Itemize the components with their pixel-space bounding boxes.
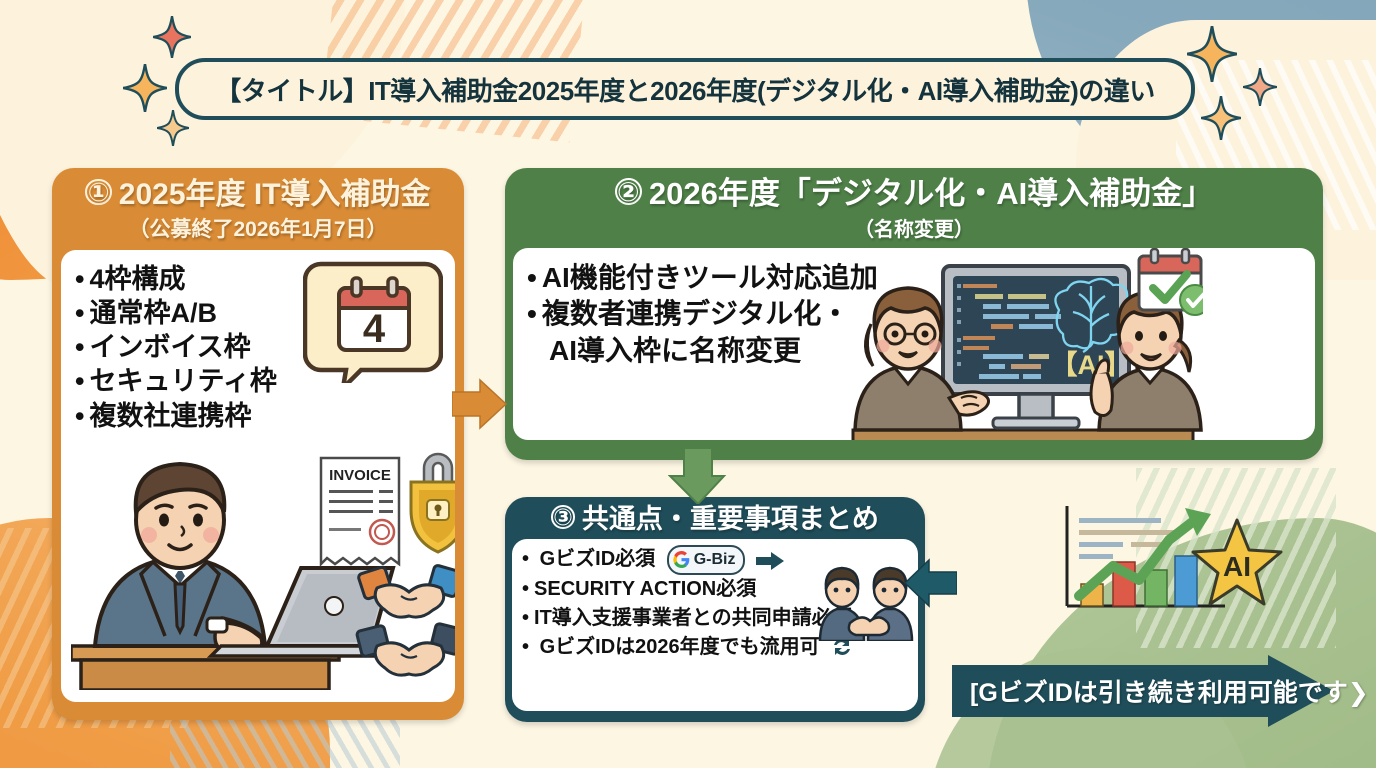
page-title: 【タイトル】IT導入補助金2025年度と2026年度(デジタル化・AI導入補助金… <box>215 75 1155 106</box>
panel-blue-bullet-list: GビズID必須 G-Biz SECURITY ACTION必須 IT導入支援事業… <box>512 539 918 662</box>
list-item: 複数社連携枠 <box>75 399 455 433</box>
handshake-navy-icon <box>355 621 455 677</box>
panel-number-2: ② <box>614 178 642 205</box>
panel-green-heading: 2026年度「デジタル化・AI導入補助金」 <box>648 176 1214 211</box>
panel-orange-bullet-list: 4枠構成 通常枠A/B インボイス枠 セキュリティ枠 複数社連携枠 <box>61 250 455 433</box>
right-arrow-icon <box>756 552 785 571</box>
list-item: 通常枠A/B <box>75 296 455 330</box>
businessman-at-laptop-illustration: INVOICE <box>69 450 455 692</box>
panel-blue-body: GビズID必須 G-Biz SECURITY ACTION必須 IT導入支援事業… <box>512 539 918 712</box>
ai-presentation-illustration: 【AI】 <box>843 247 1211 440</box>
sparkle-icon <box>153 16 191 58</box>
list-item: AI機能付きツール対応追加 <box>527 260 1315 296</box>
list-item: 4枠構成 <box>75 262 455 296</box>
ai-star-icon: AI <box>1191 518 1283 606</box>
calendar-speech-bubble-icon: 4 <box>302 258 444 395</box>
panel-green-subheading: （名称変更） <box>854 218 974 241</box>
list-item: セキュリティ枠 <box>75 364 455 398</box>
panel-orange-subheading: （公募終了2026年1月7日） <box>128 217 388 241</box>
bottom-banner: [GビズIDは引き続き利用可能です❯ <box>948 655 1369 727</box>
screen-ai-label: 【AI】 <box>1051 350 1132 380</box>
panel-green-body: AI機能付きツール対応追加 複数者連携デジタル化・ AI導入枠に名称変更 <box>513 247 1315 440</box>
sparkle-icon <box>157 110 189 146</box>
sparkle-icon <box>1201 96 1241 140</box>
panel-orange-heading: 2025年度 IT導入補助金 <box>118 178 431 211</box>
sparkle-icon <box>1187 26 1237 82</box>
list-item: 複数者連携デジタル化・ <box>527 296 1315 332</box>
gbiz-badge-label: G-Biz <box>693 551 736 569</box>
title-banner: 【タイトル】IT導入補助金2025年度と2026年度(デジタル化・AI導入補助金… <box>123 16 1277 146</box>
panel-number-3: ③ <box>551 504 575 530</box>
arrow-orange-right <box>451 378 508 430</box>
sparkle-icon <box>123 64 167 112</box>
list-item: SECURITY ACTION必須 <box>522 575 918 604</box>
list-item-text: GビズIDは2026年度でも流用可 <box>539 635 820 658</box>
svg-text:INVOICE: INVOICE <box>329 467 391 484</box>
arrow-teal-left <box>903 558 958 608</box>
list-item: インボイス枠 <box>75 330 455 364</box>
title-box: 【タイトル】IT導入補助金2025年度と2026年度(デジタル化・AI導入補助金… <box>175 58 1195 120</box>
handshake-businessmen-illustration <box>818 545 914 643</box>
handshake-orange-blue-icon <box>357 563 455 619</box>
list-item: GビズID必須 G-Biz <box>522 545 918 575</box>
list-item-text: GビズID必須 <box>539 548 656 571</box>
panel-orange-body: 4枠構成 通常枠A/B インボイス枠 セキュリティ枠 複数社連携枠 4 <box>61 249 455 702</box>
panel-blue-heading: 共通点・重要事項まとめ <box>581 504 879 534</box>
banner-arrow-shape <box>952 655 1334 727</box>
google-g-icon <box>673 551 689 569</box>
panel-green-bullet-list: AI機能付きツール対応追加 複数者連携デジタル化・ AI導入枠に名称変更 <box>513 248 1315 369</box>
sparkle-icon <box>1243 68 1277 106</box>
panel-number-1: ① <box>85 179 112 206</box>
list-item: IT導入支援事業者との共同申請必須 <box>522 604 918 633</box>
arrow-green-down <box>667 447 728 506</box>
banner-label: [GビズIDは引き続き利用可能です❯ <box>970 679 1369 707</box>
calendar-check-icon <box>1137 247 1211 316</box>
calendar-bubble-number: 4 <box>363 307 386 351</box>
woman-left-figure <box>853 285 990 432</box>
invoice-document-icon: INVOICE <box>319 456 401 567</box>
gbiz-badge: G-Biz <box>666 545 746 575</box>
list-item: AI導入枠に名称変更 <box>549 334 802 366</box>
growth-chart-illustration: AI <box>1035 500 1325 620</box>
ai-star-label: AI <box>1223 551 1251 582</box>
lock-shield-icon <box>409 452 455 554</box>
